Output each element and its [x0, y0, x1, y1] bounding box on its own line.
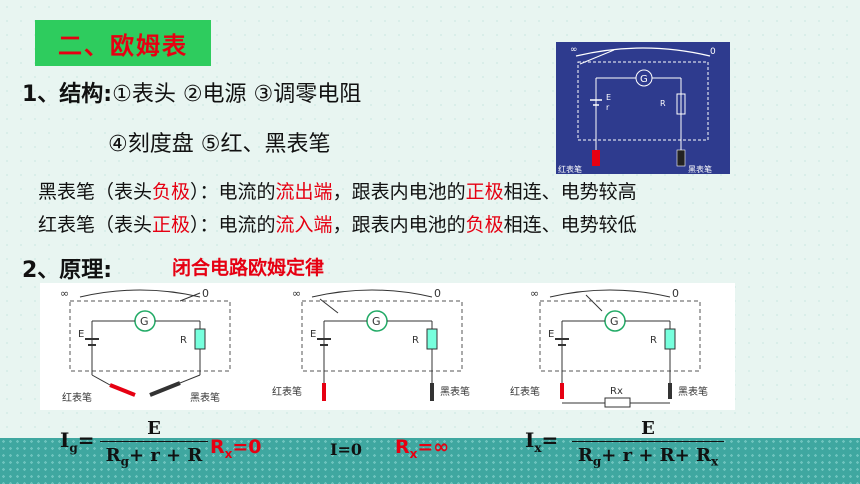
- red-probe-description: 红表笔（表头正极）：电流的流入端，跟表内电池的负极相连、电势较低: [38, 214, 637, 236]
- svg-text:黑表笔: 黑表笔: [190, 391, 220, 404]
- structure-line-1: 1、结构:①表头 ②电源 ③调零电阻: [22, 76, 361, 108]
- structure-resistor-label: R: [660, 99, 666, 108]
- bottom-decorative-band: [0, 438, 860, 484]
- structure-emf-label: E: [606, 93, 611, 102]
- circuit-open: ∞ 0 G E R 红表笔 黑表笔: [272, 287, 470, 401]
- svg-text:R: R: [650, 335, 657, 346]
- structure-red-pen-label: 红表笔: [558, 164, 582, 174]
- structure-items-1: ①表头 ②电源 ③调零电阻: [112, 82, 362, 107]
- structure-heading: 1、结构:: [22, 82, 113, 107]
- svg-text:G: G: [140, 315, 149, 328]
- formula-rx-infinity: Rx=∞: [395, 436, 450, 461]
- structure-infinity-label: ∞: [570, 45, 578, 55]
- formula-i-zero: I=0: [330, 440, 363, 459]
- svg-text:E: E: [310, 329, 316, 340]
- svg-text:R: R: [180, 335, 187, 346]
- formula-ix-lhs: Ix=: [525, 428, 559, 455]
- formula-rx-zero: Rx=0: [210, 436, 262, 461]
- formula-ig-fraction: E Rg+ r + R: [100, 418, 208, 469]
- formula-ix-fraction: E Rg+ r + R+ Rx: [572, 418, 724, 469]
- ohmmeter-circuit-diagrams: ∞ 0 G E R 红表笔 黑表笔 ∞ 0 G E R 红表笔 黑表笔: [40, 283, 735, 410]
- formula-ig-lhs: Ig=: [60, 428, 95, 455]
- svg-text:0: 0: [434, 287, 441, 300]
- section-title: 二、欧姆表: [58, 31, 188, 60]
- svg-text:G: G: [610, 315, 619, 328]
- svg-text:G: G: [372, 315, 381, 328]
- section-title-box: 二、欧姆表: [35, 20, 211, 66]
- structure-line-2: ④刻度盘 ⑤红、黑表笔: [108, 132, 331, 157]
- structure-galvanometer-label: G: [640, 74, 648, 85]
- svg-text:0: 0: [202, 287, 209, 300]
- ohmmeter-structure-diagram: ∞ 0 G E r R 红表笔 黑表笔: [556, 42, 730, 174]
- svg-text:∞: ∞: [60, 287, 69, 300]
- black-probe-description: 黑表笔（表头负极）：电流的流出端，跟表内电池的正极相连、电势较高: [38, 181, 637, 203]
- structure-zero-label: 0: [710, 47, 716, 57]
- svg-text:黑表笔: 黑表笔: [678, 385, 708, 398]
- svg-text:E: E: [78, 329, 84, 340]
- svg-text:∞: ∞: [292, 287, 301, 300]
- svg-text:Rx: Rx: [610, 386, 623, 397]
- structure-black-pen-label: 黑表笔: [688, 164, 712, 174]
- svg-text:红表笔: 红表笔: [272, 385, 302, 398]
- svg-text:E: E: [548, 329, 554, 340]
- principle-heading: 2、原理:: [22, 258, 113, 283]
- svg-text:黑表笔: 黑表笔: [440, 385, 470, 398]
- svg-text:0: 0: [672, 287, 679, 300]
- circuit-with-rx: ∞ 0 G E R Rx 红表笔 黑表笔: [510, 287, 708, 408]
- svg-text:R: R: [412, 335, 419, 346]
- circuit-shorted: ∞ 0 G E R 红表笔 黑表笔: [60, 287, 231, 404]
- principle-subtitle: 闭合电路欧姆定律: [172, 257, 325, 279]
- svg-text:∞: ∞: [530, 287, 539, 300]
- svg-text:红表笔: 红表笔: [62, 391, 92, 404]
- structure-r-label: r: [606, 103, 610, 112]
- svg-text:红表笔: 红表笔: [510, 385, 540, 398]
